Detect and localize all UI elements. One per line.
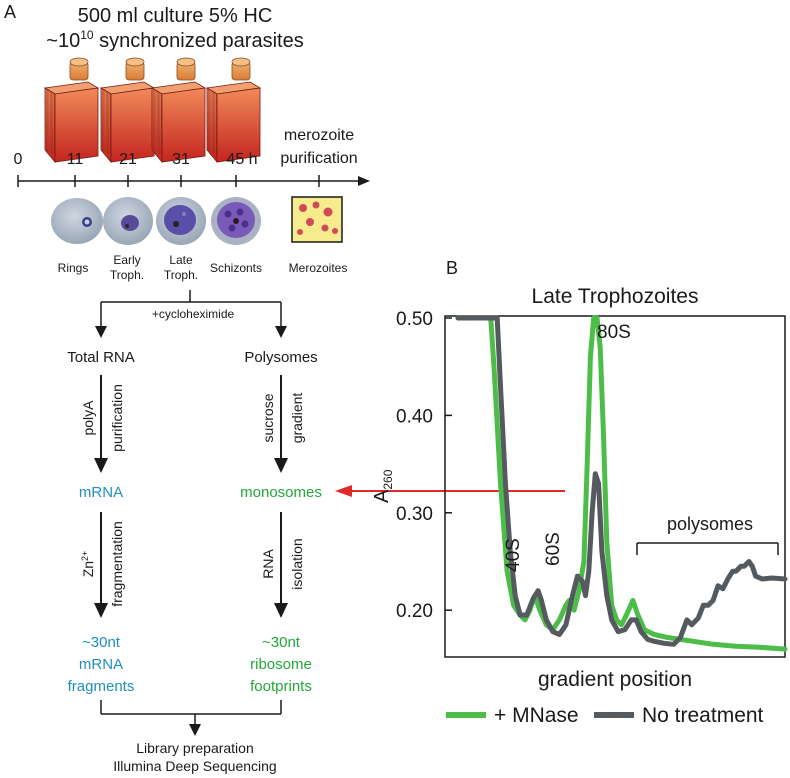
- timeline-tick-label: 0: [14, 151, 23, 168]
- arrowhead-mrna: [94, 458, 108, 473]
- annotation-40s: 40S: [503, 538, 524, 572]
- stage-label-schizonts: Schizonts: [210, 261, 262, 275]
- y-tick-label: 0.50: [396, 309, 433, 330]
- annotation-polysomes: polysomes: [667, 514, 753, 534]
- polya-label: polyA: [80, 400, 96, 436]
- flask-cap: [231, 57, 251, 81]
- y-tick-label: 0.30: [396, 504, 433, 525]
- culture-flask-1: [43, 57, 100, 164]
- zn-label: Zn2+: [80, 551, 96, 578]
- isolation-label: isolation: [289, 538, 305, 589]
- plot-frame: [444, 315, 786, 658]
- timeline: 0 11 21 31 45 h merozoite purification: [14, 127, 370, 187]
- purification-label: purification: [280, 150, 357, 167]
- heading-prefix: ~10: [46, 30, 80, 52]
- zn-superscript: 2+: [80, 551, 90, 561]
- late-troph-cell-image: [156, 197, 206, 245]
- rings-cell-image: [51, 198, 103, 244]
- mrna-fragments-line1: ~30nt: [82, 634, 121, 651]
- schizonts-cell-image: [211, 197, 261, 245]
- culture-flask-4: [205, 57, 262, 164]
- legend-label-mnase: + MNase: [494, 704, 579, 727]
- deep-sequencing-label: Illumina Deep Sequencing: [113, 758, 276, 774]
- stage-label-merozoites: Merozoites: [289, 261, 348, 275]
- flask-cap: [69, 57, 89, 81]
- stage-images: [51, 196, 343, 245]
- y-tick-label: 0.20: [396, 601, 433, 622]
- heading-exponent: 10: [80, 28, 94, 42]
- flask-cap: [176, 57, 196, 81]
- timeline-tick-label: 45 h: [226, 151, 257, 168]
- arrowhead-polysomes: [275, 326, 287, 338]
- stage-labels: Rings Early Troph. Late Troph. Schizonts…: [58, 253, 348, 282]
- polysomes-bracket: [636, 542, 779, 555]
- panel-a-label: A: [4, 2, 16, 22]
- stage-label-rings: Rings: [58, 261, 89, 275]
- monosome-link-arrowhead: [335, 485, 352, 497]
- y-tick-label: 0.40: [396, 406, 433, 427]
- culture-flask-3: [150, 57, 207, 164]
- footprints-line1: ~30nt: [262, 634, 301, 651]
- rna-step-label: RNA: [260, 549, 276, 579]
- y-axis-label-main: A: [371, 489, 393, 503]
- panel-a: A 500 ml culture 5% HC ~1010 synchronize…: [4, 2, 565, 774]
- zn-text: Zn: [80, 561, 96, 577]
- fragmentation-label: fragmentation: [109, 521, 125, 607]
- arrowhead-monosomes: [274, 458, 288, 473]
- mrna-fragments-line3: fragments: [68, 678, 135, 695]
- culture-flasks: [43, 57, 262, 164]
- annotation-60s: 60S: [543, 532, 564, 566]
- gradient-label: gradient: [289, 393, 305, 444]
- arrowhead-mrna-fragments: [94, 603, 108, 618]
- panel-b: B Late Trophozoites 0.50 0.40 0.30 0.20 A26…: [371, 258, 788, 727]
- stage-label-early: Early: [113, 253, 140, 267]
- timeline-tick-label: 31: [172, 151, 190, 168]
- mrna-label: mRNA: [79, 484, 123, 501]
- merozoite-label: merozoite: [284, 127, 354, 144]
- arrowhead-footprints: [274, 603, 288, 618]
- culture-flask-2: [99, 57, 156, 164]
- chart-title: Late Trophozoites: [532, 285, 699, 308]
- mrna-fragments-line2: mRNA: [79, 656, 123, 673]
- series-line-no-treatment: [455, 315, 788, 647]
- y-axis-label-subscript: 260: [381, 469, 395, 489]
- cycloheximide-label: +cycloheximide: [152, 307, 235, 321]
- x-axis-label: gradient position: [538, 668, 692, 691]
- polysomes-label: Polysomes: [244, 349, 317, 366]
- stage-label-late-troph: Troph.: [164, 268, 198, 282]
- sucrose-label: sucrose: [260, 393, 276, 442]
- stage-label-early-troph: Troph.: [110, 268, 144, 282]
- parasite-count-heading: ~1010 synchronized parasites: [46, 28, 303, 52]
- early-troph-cell-image: [103, 197, 153, 245]
- series-line-mnase: [455, 315, 788, 652]
- heading-suffix: synchronized parasites: [94, 30, 304, 52]
- y-axis: 0.50 0.40 0.30 0.20: [396, 309, 452, 622]
- arrowhead-library: [189, 724, 201, 736]
- legend-label-no-treatment: No treatment: [642, 704, 764, 727]
- arrowhead-total-rna: [95, 326, 107, 338]
- stage-label-late: Late: [169, 253, 193, 267]
- purification-step-label: purification: [109, 384, 125, 452]
- merozoites-image: [291, 196, 343, 243]
- library-prep-label: Library preparation: [136, 740, 254, 756]
- panel-b-label: B: [446, 258, 458, 278]
- protocol-flowchart: [94, 290, 288, 736]
- timeline-arrowhead: [358, 176, 370, 186]
- footprints-line2: ribosome: [250, 656, 312, 673]
- y-axis-label: A260: [371, 469, 395, 503]
- culture-heading: 500 ml culture 5% HC: [78, 5, 273, 27]
- flask-cap: [125, 57, 145, 81]
- annotation-80s: 80S: [597, 322, 631, 343]
- monosomes-label: monosomes: [240, 484, 322, 501]
- timeline-tick-label: 11: [67, 151, 84, 168]
- timeline-tick-label: 21: [119, 151, 137, 168]
- legend: + MNase No treatment: [446, 704, 764, 727]
- footprints-line3: footprints: [250, 678, 312, 695]
- total-rna-label: Total RNA: [67, 349, 135, 366]
- series-layer: [455, 315, 788, 652]
- timeline-ticks: 0 11 21 31 45 h: [14, 151, 320, 187]
